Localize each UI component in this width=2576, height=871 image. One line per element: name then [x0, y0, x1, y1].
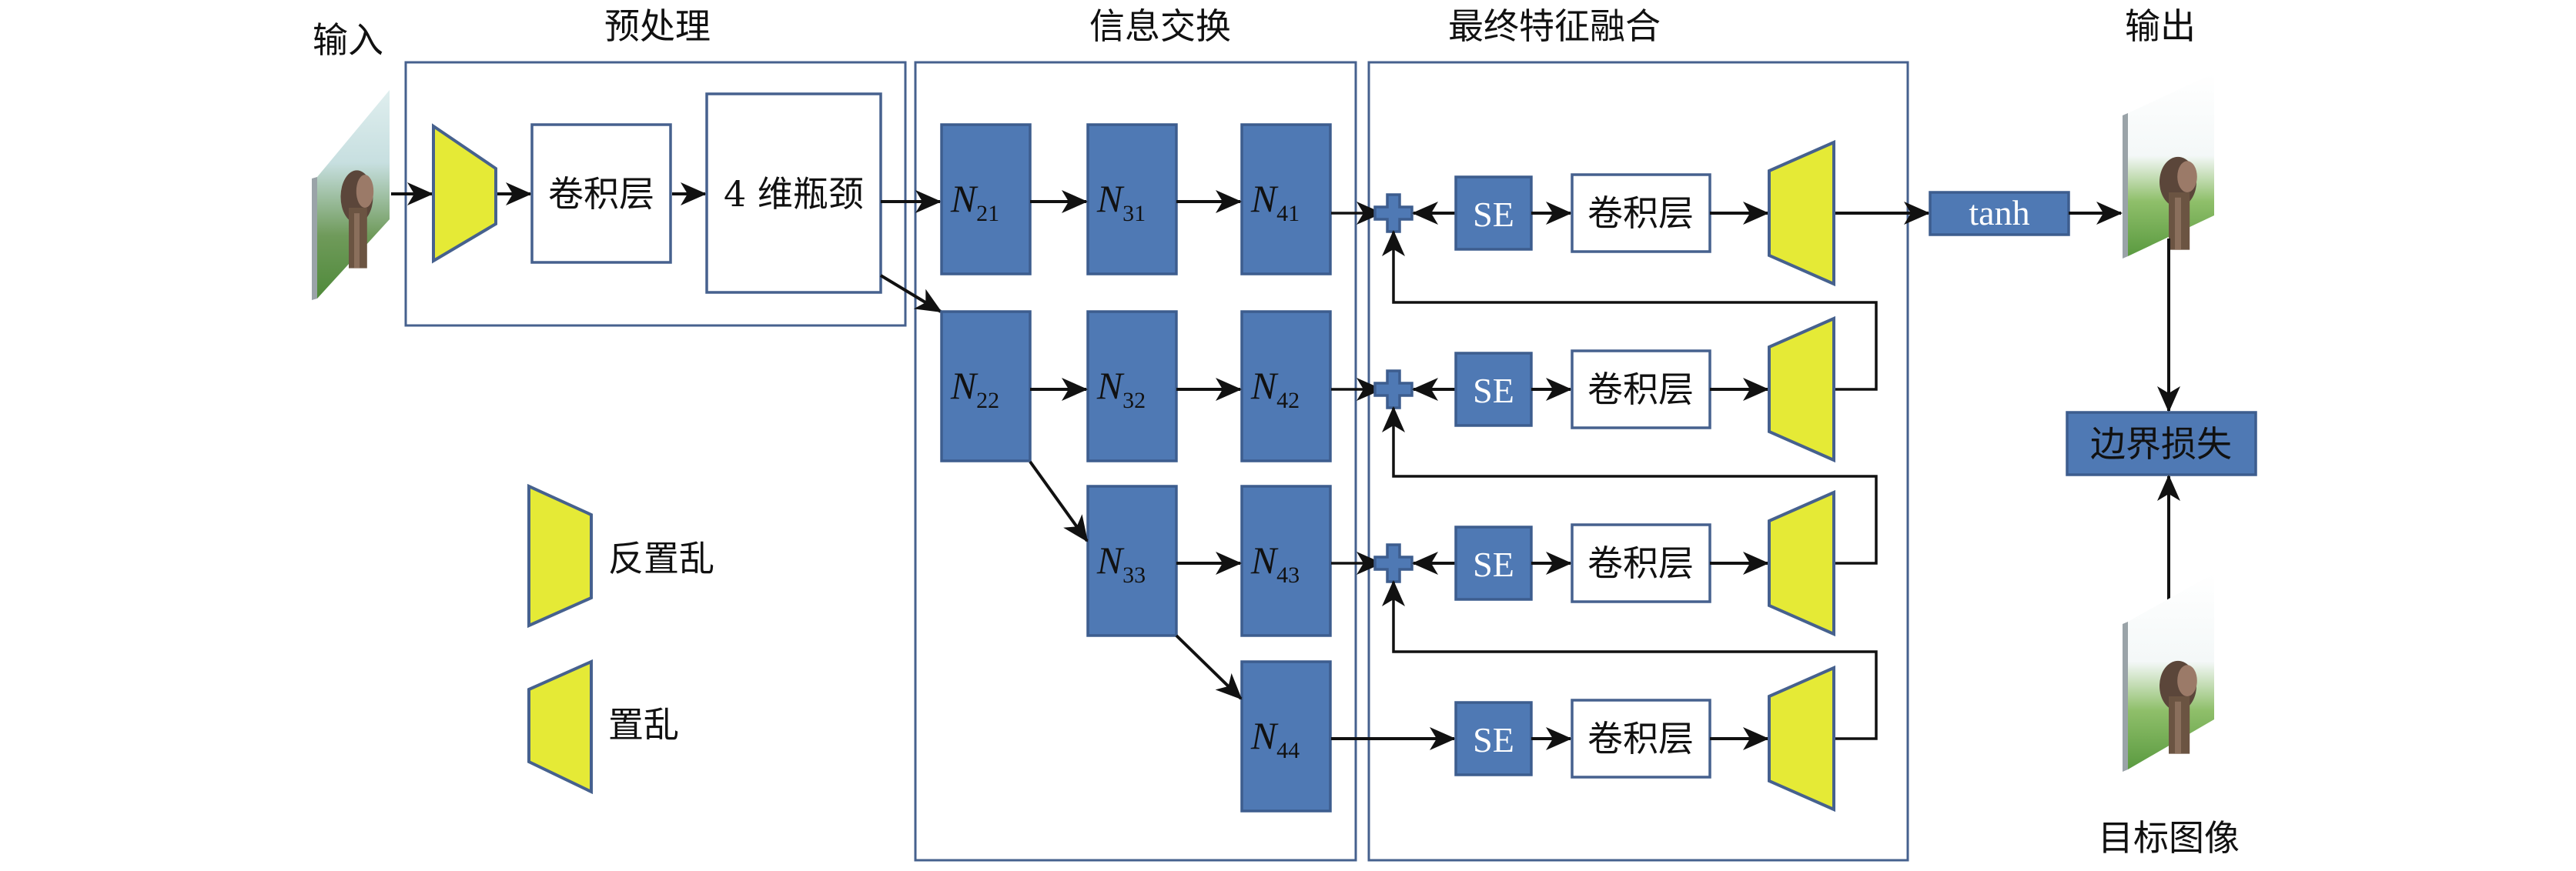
fusion-row-2: SE 卷积层	[1373, 315, 1835, 463]
bottleneck-box	[705, 92, 882, 294]
plus-icon	[1373, 369, 1413, 409]
fusion-conv-label: 卷积层	[1587, 542, 1694, 584]
fusion-conv-label: 卷积层	[1587, 192, 1694, 234]
fusion-conv-box	[1571, 349, 1711, 429]
node-label: N42	[1250, 364, 1300, 413]
node-box	[1240, 485, 1332, 637]
legend-inverse-scramble-icon	[527, 483, 593, 629]
fusion-row-4: SE 卷积层	[1454, 665, 1835, 813]
plus-icon	[1373, 193, 1413, 233]
fusion-conv-box	[1571, 699, 1711, 779]
node-box	[1240, 123, 1332, 275]
node-n32: N32	[1086, 310, 1178, 462]
boundary-loss-label: 边界损失	[2090, 423, 2232, 465]
node-n31: N31	[1086, 123, 1178, 275]
se-label: SE	[1473, 195, 1514, 234]
boundary-loss-box	[2066, 411, 2257, 476]
arrow-n22-n33	[1029, 460, 1089, 542]
node-box	[940, 123, 1032, 275]
node-n21: N21	[940, 123, 1032, 275]
se-box	[1454, 175, 1533, 251]
fusion-row-1: SE 卷积层	[1373, 139, 1835, 287]
node-label: N33	[1096, 539, 1146, 588]
scramble-trapezoid	[1768, 315, 1835, 463]
output-title: 输出	[2125, 5, 2196, 47]
node-label: N41	[1250, 177, 1300, 226]
node-box	[1240, 310, 1332, 462]
final-fusion-title: 最终特征融合	[1448, 5, 1661, 47]
arrow-bottleneck-to-n22	[879, 274, 942, 313]
node-box	[1086, 485, 1178, 637]
arrow-n33-n44	[1175, 634, 1243, 700]
preprocess-title: 预处理	[604, 5, 711, 47]
input-image	[312, 90, 390, 300]
legend-inverse-scramble-label: 反置乱	[608, 538, 714, 579]
legend-scramble-icon	[527, 659, 593, 795]
node-box	[1240, 660, 1332, 813]
node-label: N31	[1096, 177, 1146, 226]
info-exchange-title: 信息交换	[1089, 5, 1231, 47]
node-label: N43	[1250, 539, 1300, 588]
node-n22: N22	[940, 310, 1032, 462]
node-n43: N43	[1240, 485, 1332, 637]
info-exchange-group	[914, 61, 1357, 862]
node-n33: N33	[1086, 485, 1178, 637]
tanh-label: tanh	[1969, 193, 2029, 232]
preprocess-conv-label: 卷积层	[548, 173, 654, 215]
node-label: N32	[1096, 364, 1146, 413]
scramble-trapezoid	[1768, 489, 1835, 637]
feedback-row3-to-plus2	[1382, 406, 1878, 565]
fusion-conv-label: 卷积层	[1587, 718, 1694, 759]
fusion-row-3: SE 卷积层	[1373, 489, 1835, 637]
scramble-trapezoid	[1768, 665, 1835, 813]
target-image	[2123, 573, 2214, 772]
node-label: N22	[950, 364, 999, 413]
se-box	[1454, 352, 1533, 427]
fusion-conv-box	[1571, 523, 1711, 603]
preprocess-conv-box	[530, 123, 672, 264]
node-box	[940, 310, 1032, 462]
plus-icon	[1373, 543, 1413, 583]
legend-scramble-label: 置乱	[608, 704, 679, 746]
node-label: N21	[950, 177, 999, 226]
input-title: 输入	[313, 19, 383, 61]
se-label: SE	[1473, 371, 1514, 410]
node-n44: N44	[1240, 660, 1332, 813]
target-image-label: 目标图像	[2098, 817, 2240, 859]
node-n41: N41	[1240, 123, 1332, 275]
se-label: SE	[1473, 545, 1514, 584]
fusion-conv-label: 卷积层	[1587, 369, 1694, 410]
node-label: N44	[1250, 714, 1300, 763]
feedback-row4-to-plus3	[1382, 580, 1878, 740]
feedback-row2-to-plus1	[1382, 230, 1878, 391]
output-image	[2123, 73, 2214, 259]
se-label: SE	[1473, 720, 1514, 759]
final-fusion-group	[1367, 61, 1909, 862]
bottleneck-label: 4 维瓶颈	[724, 173, 864, 215]
inverse-scramble-trapezoid	[432, 123, 497, 264]
se-box	[1454, 526, 1533, 601]
node-box	[1086, 310, 1178, 462]
scramble-trapezoid	[1768, 139, 1835, 287]
node-box	[1086, 123, 1178, 275]
node-n42: N42	[1240, 310, 1332, 462]
